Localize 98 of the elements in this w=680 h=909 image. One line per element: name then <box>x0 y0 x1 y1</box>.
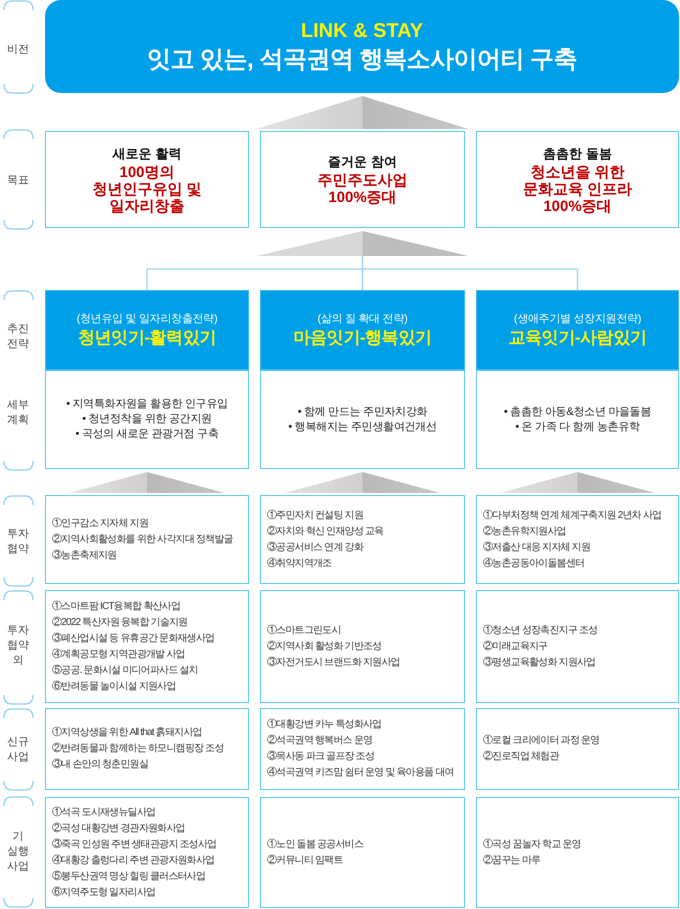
project-item: ③폐산업시설 등 유휴공간 문화재생사업 <box>52 632 214 646</box>
plan-item: • 온 가족 다 함께 농촌유학 <box>515 420 640 434</box>
plan-box <box>260 370 465 469</box>
project-item: ④석곡권역 키즈맘 쉼터 운영 및 육아용품 대여 <box>267 766 454 780</box>
project-box <box>476 797 679 908</box>
banner-slogan: LINK & STAY <box>300 18 424 44</box>
project-item: ⑥지역주도형 일자리사업 <box>52 886 156 900</box>
project-item: ④계획공모형 지역관광개발 사업 <box>52 648 185 662</box>
strategy-title: 마음잇기-행복있기 <box>293 326 432 348</box>
project-box <box>476 495 679 584</box>
row-label: 신규 사업 <box>6 735 30 765</box>
project-box <box>260 797 465 908</box>
strategy-subtitle: (삶의 질 확대 전략) <box>318 312 408 326</box>
project-item: ③평생교육활성화 지원사업 <box>483 656 596 670</box>
project-item: ②농촌유학지원사업 <box>483 524 566 538</box>
project-box <box>45 797 249 908</box>
strategy-header <box>260 290 465 370</box>
project-item: ⑤봉두산권역 명상 힐링 클러스터사업 <box>52 870 206 884</box>
triangle-arrow <box>256 96 468 129</box>
plan-item: • 촘촘한 아동&청소년 마을돌봄 <box>504 404 652 420</box>
triangle-arrow <box>284 472 440 493</box>
plan-item: • 지역특화자원을 활용한 인구유입 <box>66 397 228 412</box>
goal-box <box>45 131 249 228</box>
project-item: ③내 손안의 청춘민원실 <box>52 758 148 772</box>
project-item: ①노인 돌봄 공공서비스 <box>267 838 363 852</box>
goal-heading: 즐거운 참여 <box>328 153 397 171</box>
goal-heading: 새로운 활력 <box>112 144 182 162</box>
goal-box <box>476 131 679 228</box>
project-box <box>260 590 465 703</box>
project-item: ①청소년 성장촉진지구 조성 <box>483 624 598 638</box>
strategy-header <box>45 290 249 370</box>
project-item: ②지역사회활성화를 위한 사각지대 정책발굴 <box>52 532 233 546</box>
strategy-title: 청년잇기-활력있기 <box>78 326 216 348</box>
triangle-arrow <box>69 472 225 493</box>
project-box <box>260 708 465 790</box>
project-item: ②반려동물과 함께하는 하모니캠핑장 조성 <box>52 742 224 756</box>
strategy-subtitle: (청년유입 및 일자리창출전략) <box>76 312 218 326</box>
project-box <box>476 590 679 703</box>
row-label: 기 실행 사업 <box>6 830 30 874</box>
project-item: ②미래교육지구 <box>483 640 548 654</box>
project-item: ②꿈꾸는 마루 <box>483 854 540 868</box>
project-item: ③공공서비스 연계 강화 <box>267 540 363 554</box>
project-item: ③저출산 대응 지자체 지원 <box>483 540 590 554</box>
goal-target: 주민주도사업 100%증대 <box>316 172 408 206</box>
project-item: ①스마트팜 ICT융복합 확산사업 <box>52 600 180 614</box>
row-label: 목표 <box>6 174 30 188</box>
row-label: 투자 협약 외 <box>6 624 30 668</box>
strategy-header <box>476 290 679 370</box>
row-label: 투자 협약 <box>6 527 30 557</box>
project-item: ④대황강 출렁다리 주변 관광자원화사업 <box>52 854 214 868</box>
goal-target: 100명의 청년인구유입 및 일자리창출 <box>91 164 203 214</box>
strategy-title: 교육잇기-사람있기 <box>508 326 647 348</box>
project-item: ②커뮤니티 임팩트 <box>267 854 343 868</box>
plan-item: • 함께 만드는 주민자치강화 <box>298 404 428 420</box>
project-item: ①스마트그린도시 <box>267 624 341 638</box>
plan-item: • 곡성의 새로운 관광거점 구축 <box>76 427 218 442</box>
project-item: ②진로직업 체험관 <box>483 750 559 764</box>
project-box <box>45 590 249 703</box>
project-item: ③농촌축제지원 <box>52 548 116 562</box>
row-label: 세부 계획 <box>6 398 30 428</box>
goal-heading: 촘촘한 돌봄 <box>543 144 612 162</box>
project-box <box>260 495 465 584</box>
project-item: ①주민자치 컨설팅 지원 <box>267 508 363 522</box>
project-item: ④취약지역개조 <box>267 556 332 570</box>
triangle-arrow <box>500 472 656 493</box>
project-item: ②2022 특산자원 융복합 기술지원 <box>52 616 188 630</box>
project-item: ④농촌공동아이돌봄센터 <box>483 556 584 570</box>
project-item: ⑥반려동물 놀이시설 지원사업 <box>52 680 176 694</box>
project-item: ③죽곡 인성원 주변 생태관광지 조성사업 <box>52 838 216 852</box>
project-item: ①석곡 도시재생뉴딜사업 <box>52 806 156 820</box>
project-item: ⑤공공. 문화시설 미디어파사드 설치 <box>52 664 198 678</box>
project-item: ②석곡권역 행복버스 운영 <box>267 734 372 748</box>
plan-box <box>45 370 249 469</box>
plan-item: • 청년정착을 위한 공간지원 <box>82 412 212 427</box>
goal-box <box>260 131 465 228</box>
project-item: ②지역사회 활성화 기반조성 <box>267 640 382 654</box>
project-item: ③목사동 파크 골프장 조성 <box>267 750 374 764</box>
project-item: ①대황강변 카누 특성화사업 <box>267 718 382 732</box>
project-box <box>476 708 679 790</box>
project-item: ①다부처정책 연계 체계구축지원 2년차 사업 <box>483 508 662 522</box>
project-item: ①지역상생을 위한 All that 흙돼지사업 <box>52 726 202 740</box>
project-item: ①곡성 꿈놀자 학교 운영 <box>483 838 581 852</box>
project-item: ②곡성 대황강변 경관자원화사업 <box>52 822 185 836</box>
project-box <box>45 708 249 790</box>
plan-box <box>476 370 679 469</box>
strategy-subtitle: (생애주기별 성장지원전략) <box>514 312 642 326</box>
project-box <box>45 495 249 584</box>
project-item: ②자치와 혁신 인재양성 교육 <box>267 524 384 538</box>
vision-banner <box>45 0 679 93</box>
goal-target: 청소년을 위한 문화교육 인프라 100%증대 <box>522 164 634 214</box>
project-item: ①로컬 크리에이터 과정 운영 <box>483 734 600 748</box>
plan-item: • 행복해지는 주민생활여건개선 <box>288 420 437 434</box>
project-item: ①인구감소 지자체 지원 <box>52 516 148 530</box>
row-label: 추진 전략 <box>6 322 30 352</box>
row-label: 비전 <box>6 42 30 58</box>
arrow <box>256 231 468 290</box>
banner-title: 잇고 있는, 석곡권역 행복소사이어티 구축 <box>146 44 578 74</box>
project-item: ③자전거도시 브랜드화 지원사업 <box>267 656 400 670</box>
